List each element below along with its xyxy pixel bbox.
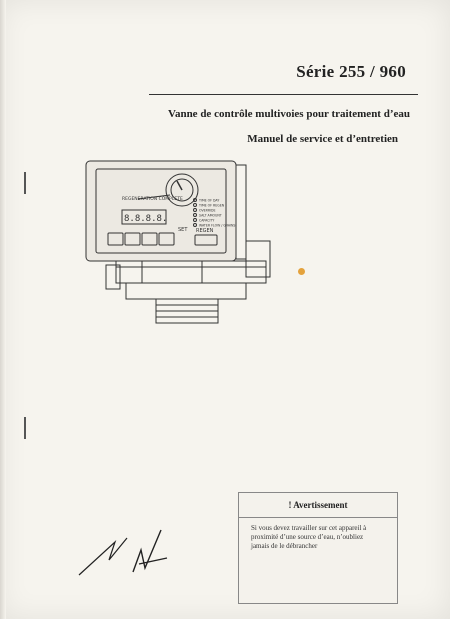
drain-connector — [105, 264, 121, 290]
arrow-left-button — [107, 232, 124, 246]
control-dial-inner — [170, 178, 194, 202]
series-title: Série 255 / 960 — [296, 62, 406, 81]
title-rule — [149, 94, 418, 95]
warning-line: proximité d’une source d’eau, n’oubliez — [251, 533, 364, 541]
indicator-label: OVERRIDE — [199, 209, 216, 213]
page-edge — [0, 0, 6, 619]
arrow-up-button — [124, 232, 141, 246]
set-button — [158, 232, 175, 246]
punch-mark — [24, 417, 26, 439]
stain-mark — [298, 268, 305, 275]
indicator-label: WATER FLOW / GRAINS — [199, 224, 235, 228]
regen-label: REGEN — [196, 228, 214, 234]
warning-line: jamais de le débrancher — [251, 542, 318, 550]
indicator-label: TIME OF REGEN — [198, 204, 225, 208]
indicator-led — [193, 223, 197, 227]
indicator-led — [193, 218, 197, 222]
indicator-led — [193, 203, 197, 207]
indicator-led — [193, 208, 197, 212]
valve-base — [125, 282, 247, 300]
label-leader — [137, 194, 171, 200]
warning-text: Si vous devez travailler sur cet apparei… — [239, 518, 397, 551]
punch-mark — [24, 172, 26, 194]
indicator-label: TIME OF DAY — [198, 199, 219, 203]
display-digits: 8.8.8.8. — [124, 214, 167, 224]
document-subtitle: Vanne de contrôle multivoies pour traite… — [168, 108, 410, 120]
arrow-down-button — [141, 232, 158, 246]
regen-button — [194, 234, 218, 246]
bypass-connector — [245, 240, 271, 278]
dial-needle — [176, 180, 183, 191]
warning-line: Si vous devez travailler sur cet apparei… — [251, 524, 367, 532]
valve-controller-illustration: REGENERATION COMPLETE 8.8.8.8. SET REGEN… — [85, 160, 271, 324]
controller-panel — [95, 168, 227, 254]
indicator-label: CAPACITY — [199, 219, 214, 223]
warning-box: ! Avertissement Si vous devez travailler… — [238, 492, 398, 604]
digital-display — [121, 209, 167, 225]
handwritten-signature — [78, 529, 168, 576]
indicator-led — [193, 213, 197, 217]
housing-side — [235, 164, 247, 260]
warning-title: ! Avertissement — [239, 493, 397, 518]
valve-body — [115, 260, 267, 284]
set-label: SET — [178, 227, 188, 233]
indicator-label: SALT AMOUNT — [199, 214, 222, 218]
indicator-led — [193, 198, 197, 202]
regeneration-label: REGENERATION COMPLETE — [122, 196, 183, 202]
control-dial — [165, 173, 199, 207]
document-subtitle-2: Manuel de service et d’entretien — [247, 133, 398, 145]
